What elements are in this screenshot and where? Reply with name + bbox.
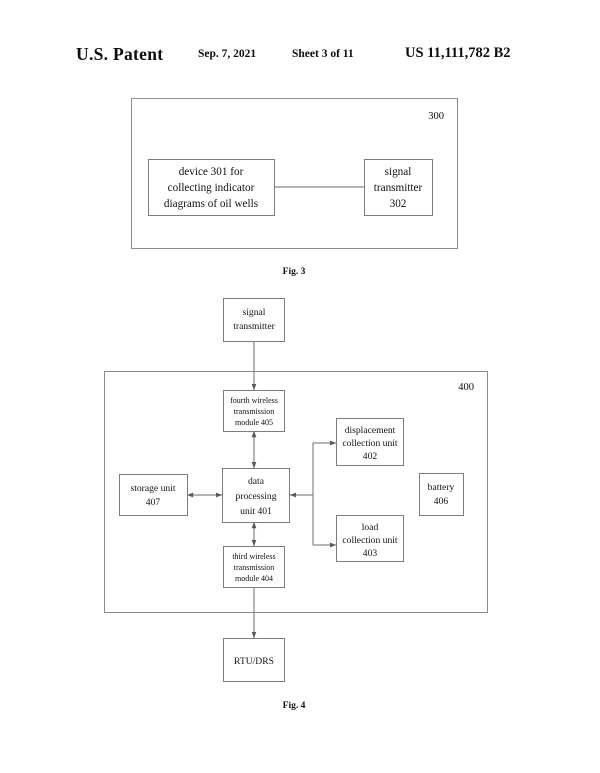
node-third-wireless-module-404[interactable]: third wireless transmission module 404 — [223, 546, 285, 588]
node-fourth-wireless-module-405-line-3: module 405 — [235, 418, 273, 427]
node-third-wireless-module-404-line-2: transmission — [234, 563, 274, 572]
node-battery-406-box[interactable] — [419, 473, 464, 516]
node-data-processing-unit-401-box[interactable] — [222, 468, 290, 523]
node-displacement-collection-unit-402[interactable]: displacement collection unit 402 — [336, 418, 404, 466]
figure-4-caption: Fig. 4 — [283, 701, 306, 711]
sheet-indicator: Sheet 3 of 11 — [292, 48, 354, 60]
node-fourth-wireless-module-405-line-2: transmission — [234, 407, 274, 416]
node-load-collection-unit-403-line-1: load — [362, 522, 379, 533]
node-device-301-box[interactable] — [148, 159, 275, 216]
node-device-301-line-2: collecting indicator — [168, 182, 255, 194]
node-signal-transmitter[interactable]: signal transmitter — [223, 298, 285, 342]
node-signal-transmitter-box[interactable] — [223, 298, 285, 342]
node-displacement-collection-unit-402-line-3: 402 — [363, 451, 378, 462]
node-signal-transmitter-line-2: transmitter — [233, 321, 275, 332]
node-load-collection-unit-403-line-3: 403 — [363, 548, 378, 559]
node-third-wireless-module-404-line-3: module 404 — [235, 574, 273, 583]
patent-number: US 11,111,782 B2 — [405, 45, 511, 61]
node-load-collection-unit-403-line-2: collection unit — [342, 535, 397, 546]
node-device-301-line-3: diagrams of oil wells — [164, 198, 258, 210]
node-displacement-collection-unit-402-line-2: collection unit — [342, 438, 397, 449]
node-signal-transmitter-line-1: signal — [243, 307, 266, 318]
node-rtu-drs-box[interactable] — [223, 638, 285, 682]
figure-3-caption: Fig. 3 — [283, 267, 306, 277]
node-fourth-wireless-module-405[interactable]: fourth wireless transmission module 405 — [223, 390, 285, 432]
patent-office-title: U.S. Patent — [76, 44, 164, 64]
node-data-processing-unit-401-line-1: data — [248, 476, 265, 487]
node-storage-unit-407-box[interactable] — [119, 474, 188, 516]
node-rtu-drs-label: RTU/DRS — [234, 656, 274, 667]
node-data-processing-unit-401[interactable]: data processing unit 401 — [222, 468, 290, 523]
node-battery-406[interactable]: battery 406 — [419, 473, 464, 516]
node-signal-transmitter-302-line-2: transmitter — [374, 182, 423, 194]
figure-4-frame-reference: 400 — [458, 382, 474, 393]
node-signal-transmitter-302-line-1: signal — [385, 166, 412, 178]
figure-4-system-frame — [104, 371, 488, 613]
node-fourth-wireless-module-405-line-1: fourth wireless — [230, 396, 278, 405]
node-battery-406-line-1: battery — [428, 482, 455, 493]
node-displacement-collection-unit-402-box[interactable] — [336, 418, 404, 466]
node-data-processing-unit-401-line-2: processing — [235, 491, 276, 502]
node-third-wireless-module-404-box[interactable] — [223, 546, 285, 588]
figure-3-frame-reference: 300 — [428, 111, 444, 122]
figure-4: 400 signal transmitter fourth wireless t… — [104, 298, 488, 711]
node-battery-406-line-2: 406 — [434, 496, 449, 507]
node-rtu-drs[interactable]: RTU/DRS — [223, 638, 285, 682]
node-load-collection-unit-403-box[interactable] — [336, 515, 404, 562]
patent-page-header: U.S. Patent Sep. 7, 2021 Sheet 3 of 11 U… — [0, 44, 600, 70]
node-load-collection-unit-403[interactable]: load collection unit 403 — [336, 515, 404, 562]
node-storage-unit-407-line-2: 407 — [146, 497, 161, 508]
figure-3-system-frame — [131, 98, 458, 249]
node-data-processing-unit-401-line-3: unit 401 — [240, 506, 272, 517]
node-third-wireless-module-404-line-1: third wireless — [232, 552, 275, 561]
patent-date: Sep. 7, 2021 — [198, 48, 257, 60]
node-signal-transmitter-302-box[interactable] — [364, 159, 433, 216]
node-device-301-line-1: device 301 for — [179, 166, 244, 178]
node-fourth-wireless-module-405-box[interactable] — [223, 390, 285, 432]
node-signal-transmitter-302[interactable]: signal transmitter 302 — [364, 159, 433, 216]
node-storage-unit-407-line-1: storage unit — [130, 483, 175, 494]
node-displacement-collection-unit-402-line-1: displacement — [345, 425, 396, 436]
node-device-301[interactable]: device 301 for collecting indicator diag… — [148, 159, 275, 216]
figure-3: 300 device 301 for collecting indicator … — [131, 98, 458, 277]
node-signal-transmitter-302-line-3: 302 — [390, 198, 407, 210]
node-storage-unit-407[interactable]: storage unit 407 — [119, 474, 188, 516]
